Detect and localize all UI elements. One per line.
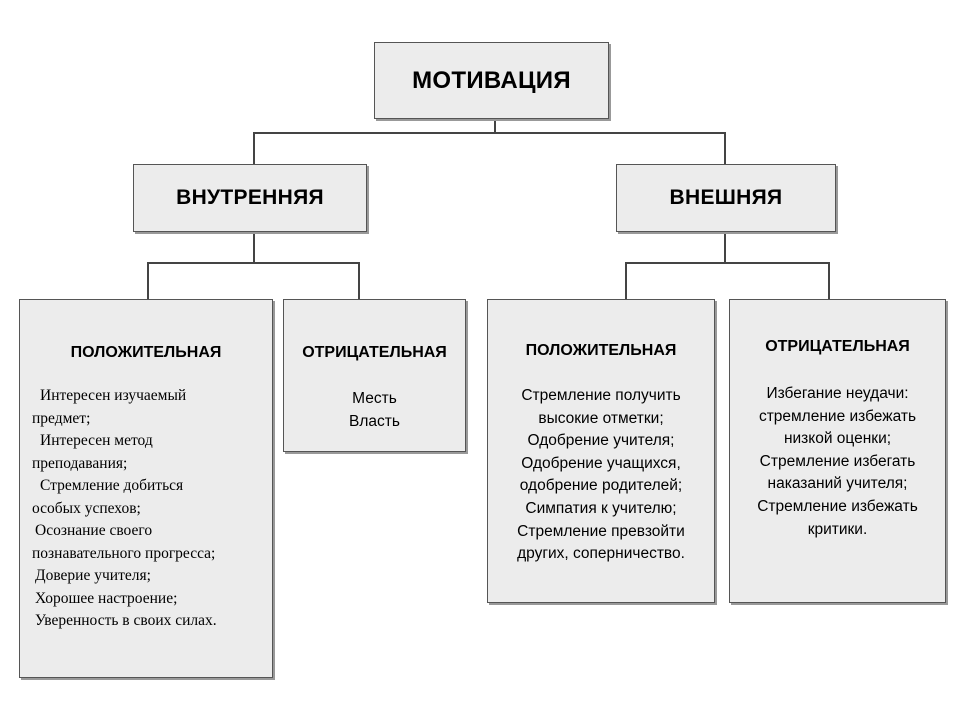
internal-negative-list: Месть Власть	[284, 388, 465, 433]
connector-internal-down	[253, 231, 255, 263]
root-node: МОТИВАЦИЯ	[374, 42, 609, 119]
external-negative-title: ОТРИЦАТЕЛЬНАЯ	[765, 338, 910, 355]
connector-root-down	[494, 118, 496, 133]
list-item: Одобрение учащихся,	[521, 454, 681, 472]
list-item: Стремление превзойти	[517, 522, 685, 540]
list-item: Одобрение учителя;	[527, 432, 675, 450]
list-item: Стремление добиться	[40, 477, 184, 494]
external-node-label: ВНЕШНЯЯ	[669, 186, 783, 209]
connector-level1-bar	[253, 132, 725, 134]
connector-external-down	[724, 231, 726, 263]
list-item: Интересен метод	[40, 432, 153, 449]
connector-external-bar	[625, 262, 829, 264]
list-item: Стремление получить	[521, 387, 681, 404]
connector-to-external-positive	[625, 262, 627, 300]
internal-positive-list: Интересен изучаемый предмет; Интересен м…	[32, 385, 272, 633]
list-item: Стремление избегать	[759, 452, 916, 470]
list-item: познавательного прогресса;	[32, 544, 216, 562]
list-item: Симпатия к учителю;	[525, 499, 677, 517]
connector-internal-bar	[147, 262, 359, 264]
list-item: преподавания;	[32, 454, 128, 472]
list-item: Интересен изучаемый	[40, 387, 187, 404]
connector-to-external	[724, 132, 726, 165]
list-item: Месть	[352, 390, 397, 407]
list-item: Избегание неудачи:	[766, 385, 909, 402]
internal-positive-title: ПОЛОЖИТЕЛЬНАЯ	[70, 344, 222, 361]
list-item: стремление избежать	[758, 407, 917, 425]
internal-positive-node: ПОЛОЖИТЕЛЬНАЯ Интересен изучаемый предме…	[19, 299, 273, 678]
internal-negative-title: ОТРИЦАТЕЛЬНАЯ	[302, 344, 447, 361]
connector-to-external-negative	[828, 262, 830, 300]
list-item: Осознание своего	[35, 522, 153, 539]
list-item: низкой оценки;	[783, 430, 892, 448]
external-positive-title: ПОЛОЖИТЕЛЬНАЯ	[525, 342, 677, 359]
list-item: Стремление избежать	[757, 497, 918, 515]
list-item: критики.	[807, 520, 868, 538]
internal-node: ВНУТРЕННЯЯ	[133, 164, 367, 232]
list-item: одобрение родителей;	[519, 477, 683, 495]
list-item: высокие отметки;	[538, 409, 664, 427]
list-item: других, соперничество.	[517, 545, 685, 563]
internal-negative-node: ОТРИЦАТЕЛЬНАЯ Месть Власть	[283, 299, 466, 452]
external-negative-list: Избегание неудачи: стремление избежать н…	[730, 383, 945, 541]
internal-node-label: ВНУТРЕННЯЯ	[176, 186, 324, 209]
connector-to-internal-negative	[358, 262, 360, 300]
external-negative-node: ОТРИЦАТЕЛЬНАЯ Избегание неудачи: стремле…	[729, 299, 946, 603]
list-item: особых успехов;	[32, 499, 141, 517]
list-item: Власть	[349, 412, 400, 430]
external-node: ВНЕШНЯЯ	[616, 164, 836, 232]
connector-to-internal-positive	[147, 262, 149, 300]
list-item: предмет;	[32, 409, 91, 427]
external-positive-list: Стремление получить высокие отметки; Одо…	[488, 385, 714, 566]
list-item: Доверие учителя;	[35, 567, 151, 584]
external-positive-node: ПОЛОЖИТЕЛЬНАЯ Стремление получить высоки…	[487, 299, 715, 603]
connector-to-internal	[253, 132, 255, 165]
list-item: Уверенность в своих силах.	[35, 612, 217, 629]
list-item: Хорошее настроение;	[35, 589, 178, 607]
root-node-label: МОТИВАЦИЯ	[412, 66, 571, 94]
list-item: наказаний учителя;	[767, 475, 908, 493]
